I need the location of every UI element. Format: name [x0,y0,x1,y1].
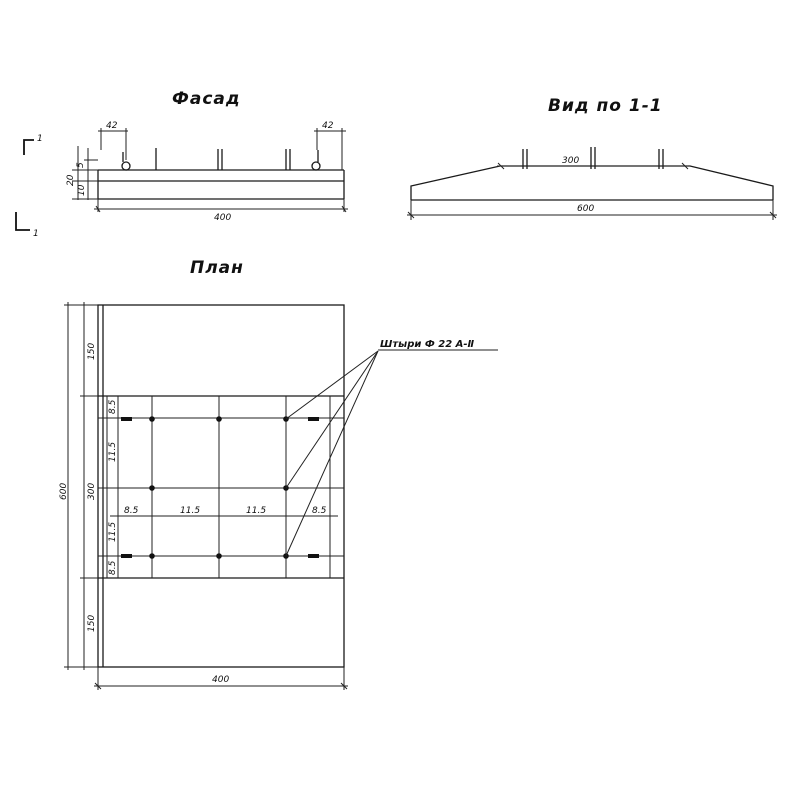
plan-dim-rows: 8.5 11.5 11.5 8.5 [104,396,118,578]
loop-mark [121,417,132,421]
pins-callout: Штыри Ф 22 А-Ⅱ [285,339,498,557]
dim-view-600: 600 [577,204,594,214]
dim-plan-300: 300 [87,483,97,500]
section-mark-bottom-label: 1 [33,229,39,239]
facade-dim-heights: 5 20 10 [66,146,98,200]
dim-row-8-5-bottom: 8.5 [108,560,118,575]
facade-slab [97,169,345,212]
loop-mark [308,417,319,421]
dim-height-small: 5 [76,162,86,168]
dim-plan-600: 600 [59,483,69,500]
view-1-1: Вид по 1-1 300 600 [407,96,777,220]
view-1-1-dim-top: 300 [497,156,689,170]
facade-dim-length: 400 [94,205,348,223]
section-mark-bottom: 1 [15,212,39,239]
dim-length-400: 400 [214,213,231,223]
loop-mark [121,554,132,558]
plan-dim-columns: 8.5 11.5 11.5 8.5 [124,506,327,516]
dim-plan-150-bottom: 150 [87,615,97,632]
view-1-1-dim-bottom: 600 [407,204,777,219]
plan-pins [121,416,319,559]
plan-grid [98,395,344,579]
dim-row-11-5-a: 11.5 [108,442,118,462]
dim-col-11-5-b: 11.5 [246,506,266,516]
plan-dim-outer: 600 [59,302,98,670]
dim-view-300: 300 [562,156,579,166]
lifting-loop-right [311,150,321,171]
dim-height-bottom: 10 [77,184,87,196]
lifting-loop-left [121,152,131,171]
plan-title: План [190,258,244,278]
plan-dim-width: 400 [94,667,348,690]
dim-row-8-5-top: 8.5 [108,399,118,414]
section-mark-top: 1 [23,134,43,155]
dim-42-right: 42 [322,121,334,131]
dim-42-left: 42 [106,121,118,131]
facade-title: Фасад [172,89,241,109]
pin-mark [149,416,155,422]
dim-height-top: 20 [66,174,76,186]
dim-col-8-5-left: 8.5 [124,506,139,516]
dim-plan-400: 400 [212,675,229,685]
dim-col-11-5-a: 11.5 [180,506,200,516]
pins-callout-label: Штыри Ф 22 А-Ⅱ [380,339,475,350]
view-1-1-title: Вид по 1-1 [548,96,663,116]
dim-plan-150-top: 150 [87,343,97,360]
section-mark-top-label: 1 [37,134,43,144]
facade-dim-edge-right: 42 [314,121,346,170]
pin-pair [285,149,291,170]
pin-mark [149,485,155,491]
dim-col-8-5-right: 8.5 [312,506,327,516]
plan-view: План [59,258,498,690]
facade-dim-edge-left: 42 [98,121,128,160]
loop-mark [308,554,319,558]
pin-mark [216,553,222,559]
dim-row-11-5-b: 11.5 [108,522,118,542]
plan-slab-outline [97,304,345,668]
plan-dim-sections: 150 300 150 [80,302,98,670]
pin-pair [217,149,223,170]
pin-mark [216,416,222,422]
facade-view: Фасад 1 1 [15,89,348,239]
facade-pins [121,148,321,171]
pin-mark [149,553,155,559]
